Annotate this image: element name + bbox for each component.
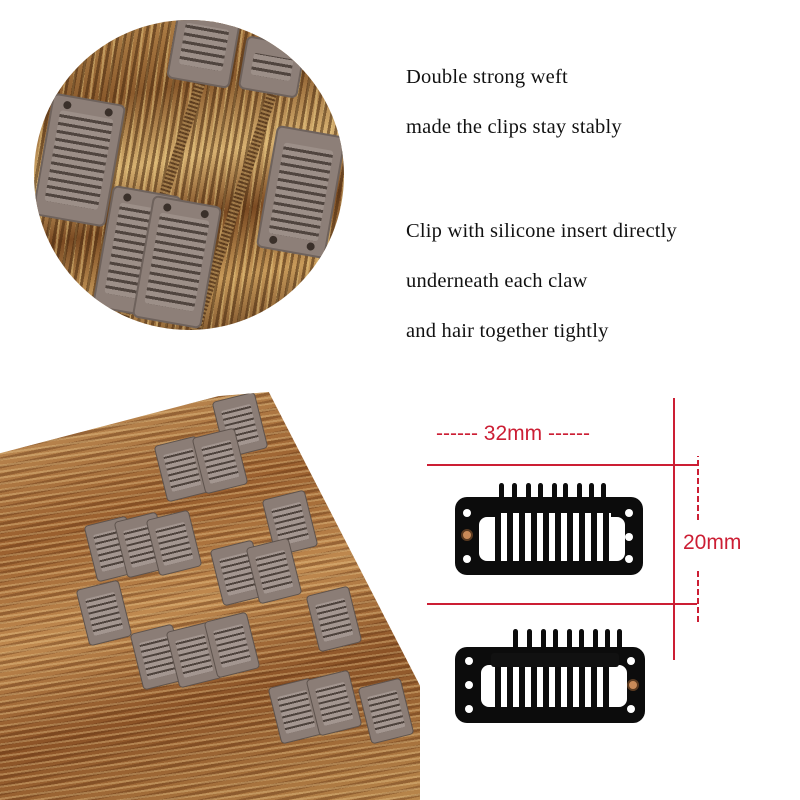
hair-clip — [237, 35, 307, 99]
hair-clip — [357, 677, 415, 745]
height-dash-lower — [697, 568, 699, 622]
hair-clip — [305, 585, 363, 653]
feature-silicone-line3: and hair together tightly — [406, 320, 609, 342]
width-dimension-label: ------ 32mm ------ — [436, 422, 590, 445]
hair-clip — [166, 20, 242, 89]
clip-back-view — [455, 629, 645, 729]
top-measure-line — [427, 464, 697, 466]
height-dimension-label: 20mm — [683, 531, 742, 554]
feature-weft-line1: Double strong weft — [406, 66, 568, 88]
feature-silicone-line1: Clip with silicone insert directly — [406, 220, 677, 242]
feature-weft-line2: made the clips stay stably — [406, 116, 622, 138]
hair-clip — [255, 124, 344, 260]
vertical-measure-line — [673, 398, 675, 660]
hair-clip — [75, 579, 133, 647]
height-dash-upper — [697, 456, 699, 520]
clip-front-view — [455, 483, 645, 583]
feature-silicone-line2: underneath each claw — [406, 270, 588, 292]
bottom-measure-line — [427, 603, 697, 605]
hair-extensions-photo — [0, 392, 420, 800]
weft-closeup-photo — [34, 20, 344, 330]
